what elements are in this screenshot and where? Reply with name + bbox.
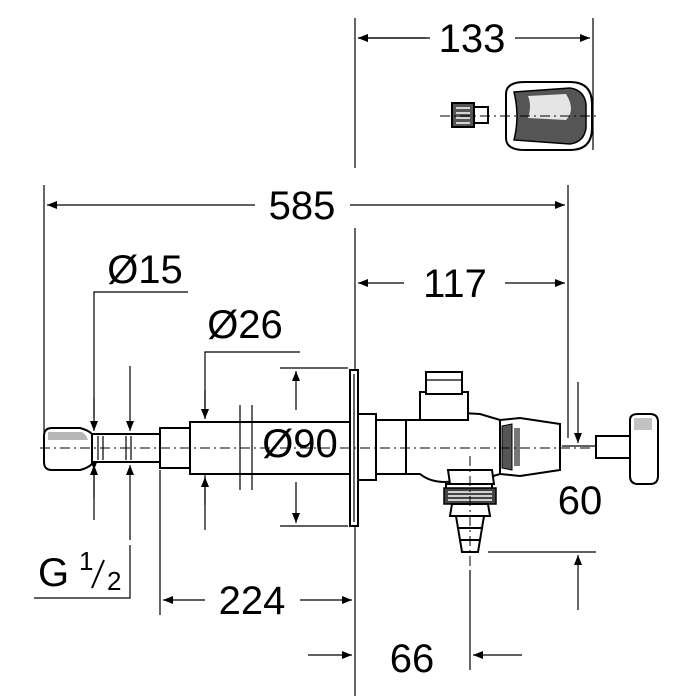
dim-60-group: 60 bbox=[488, 382, 602, 610]
pipe-assembly bbox=[43, 369, 659, 553]
dim-dia15: Ø15 bbox=[107, 248, 183, 292]
dim-66-group: 66 bbox=[308, 570, 522, 681]
dim-585-group: 585 bbox=[43, 184, 569, 450]
dim-dia90: Ø90 bbox=[262, 422, 338, 466]
insert-part bbox=[451, 102, 489, 128]
dim-133: 133 bbox=[439, 17, 506, 61]
dim-224: 224 bbox=[219, 579, 286, 623]
dim-dia26-group: Ø26 bbox=[204, 303, 300, 530]
thread-denominator: 2 bbox=[107, 566, 121, 596]
small-dim-arrows bbox=[90, 366, 209, 540]
dim-60: 60 bbox=[558, 479, 603, 523]
dim-dia15-group: Ø15 bbox=[90, 248, 188, 520]
dim-224-group: 224 bbox=[159, 470, 352, 623]
dim-66: 66 bbox=[390, 637, 435, 681]
dim-dia90-group: Ø90 bbox=[262, 367, 348, 527]
thread-g: G bbox=[38, 551, 69, 595]
thread-label-group: G 1 2 bbox=[34, 545, 131, 599]
handle-cap-detail: 133 bbox=[354, 17, 600, 168]
dim-dia26: Ø26 bbox=[207, 303, 283, 347]
thread-numerator: 1 bbox=[79, 546, 93, 576]
dim-585: 585 bbox=[269, 184, 336, 228]
dim-117: 117 bbox=[423, 262, 487, 306]
